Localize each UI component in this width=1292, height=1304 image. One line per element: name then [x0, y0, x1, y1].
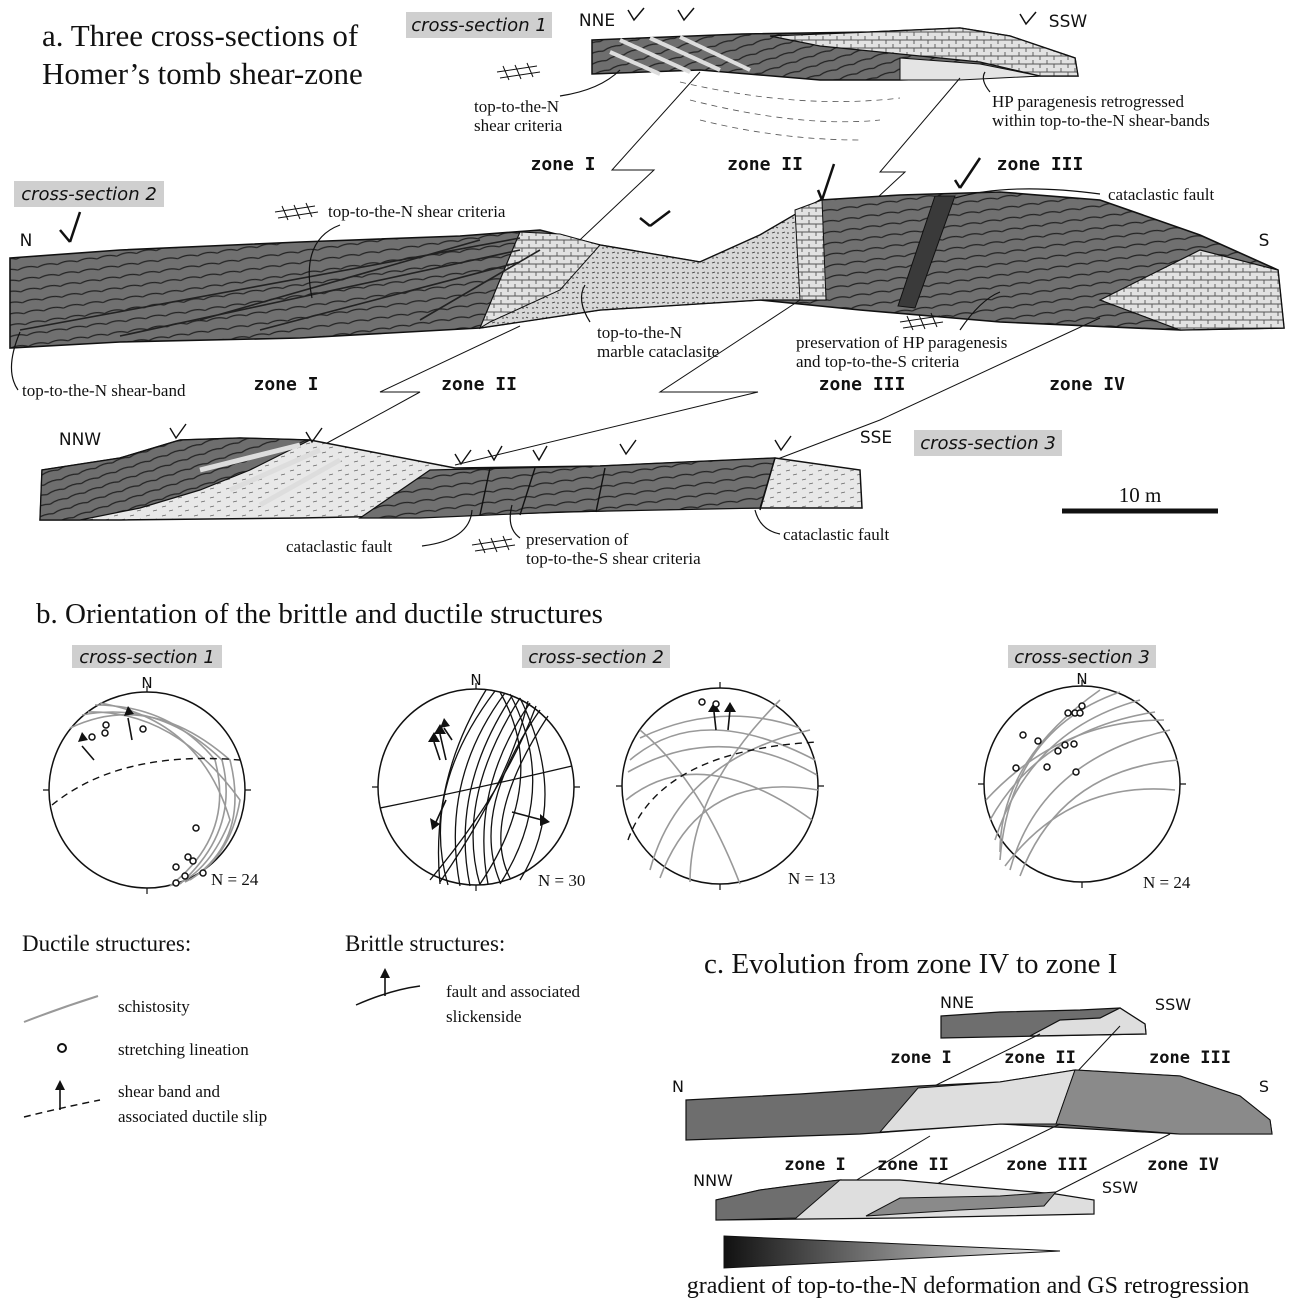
stereonet-3: N = 13	[616, 682, 835, 890]
xs3-shear-sense-icon	[472, 536, 515, 553]
c-mid-zone2	[880, 1070, 1075, 1132]
zone-lower-4: zone IV	[1049, 374, 1125, 395]
zone-lower-3: zone III	[819, 374, 906, 395]
legend-lineation-icon	[58, 1044, 66, 1052]
xs2-ann-top: top-to-the-N shear criteria	[328, 202, 506, 221]
xs2-tag: cross-section 2	[21, 184, 157, 205]
xs2-ann-cataclastic: cataclastic fault	[1108, 185, 1214, 204]
stereonet-2-count: N = 30	[538, 871, 585, 890]
legend: Ductile structures: schistosity stretchi…	[22, 931, 581, 1126]
xs2-ann-marble-1: top-to-the-N	[597, 323, 682, 342]
xs2-ann-hp-2: and top-to-the-S criteria	[796, 352, 960, 371]
stereonet-2: N N = 30	[372, 671, 585, 891]
zone-upper-3: zone III	[997, 154, 1084, 175]
c-top-right: SSW	[1155, 995, 1191, 1014]
stereonet-1-count: N = 24	[211, 870, 259, 889]
legend-fault-icon	[356, 986, 420, 1005]
c-mid-left: N	[672, 1077, 684, 1096]
c-top-left: NNE	[940, 993, 974, 1012]
c-zone-upper-2: zone II	[1004, 1048, 1076, 1068]
xs3-ann-fault-right: cataclastic fault	[783, 525, 889, 544]
legend-schistosity: schistosity	[118, 997, 190, 1016]
xs1-ann-hp-2: within top-to-the-N shear-bands	[992, 111, 1210, 130]
stereonet-tag-1: cross-section 1	[79, 647, 215, 668]
legend-ductile-title: Ductile structures:	[22, 931, 191, 956]
stereonet-tag-3: cross-section 3	[1014, 647, 1150, 668]
legend-schistosity-icon	[24, 996, 98, 1022]
zone-lower-1: zone I	[253, 374, 318, 395]
legend-shear-band-icon	[24, 1100, 100, 1117]
scale-bar: 10 m	[1062, 483, 1218, 511]
xs1-ann-shear-2: shear criteria	[474, 116, 563, 135]
stereonet-1: N N = 24	[43, 674, 259, 894]
xs3-left-label: NNW	[59, 430, 101, 450]
c-zone-upper-3: zone III	[1149, 1048, 1231, 1068]
legend-fault-2: slickenside	[446, 1007, 522, 1026]
xs2-right-label: S	[1259, 231, 1270, 251]
c-zone-lower-2: zone II	[877, 1155, 949, 1175]
xs1-ann-hp-1: HP paragenesis retrogressed	[992, 92, 1184, 111]
legend-shear-band-2: associated ductile slip	[118, 1107, 267, 1126]
c-zone-lower-1: zone I	[784, 1155, 845, 1175]
legend-shear-arrowhead	[55, 1080, 65, 1090]
c-bot-left: NNW	[693, 1171, 733, 1190]
xs2-ann-hp-1: preservation of HP paragenesis	[796, 333, 1007, 352]
xs3-right-label: SSE	[860, 428, 892, 448]
c-zone-lower-3: zone III	[1006, 1155, 1088, 1175]
c-mid-right: S	[1259, 1077, 1269, 1096]
xs1-tag: cross-section 1	[411, 15, 547, 36]
legend-fault-1: fault and associated	[446, 982, 581, 1001]
xs3-ann-topS-2: top-to-the-S shear criteria	[526, 549, 701, 568]
xs3-tag: cross-section 3	[920, 433, 1056, 454]
legend-lineation: stretching lineation	[118, 1040, 249, 1059]
stereonet-3-count: N = 13	[788, 869, 835, 888]
zone-upper-1: zone I	[530, 154, 595, 175]
scale-label: 10 m	[1119, 483, 1162, 507]
panel-a-title-line2: Homer’s tomb shear-zone	[42, 56, 363, 91]
gradient-wedge	[724, 1236, 1060, 1268]
xs2-marble-band	[795, 200, 826, 300]
cross-section-2: cross-section 2 N S top-to-the-N shear c…	[10, 158, 1284, 400]
legend-shear-band-1: shear band and	[118, 1082, 220, 1101]
panel-b: b. Orientation of the brittle and ductil…	[36, 598, 1191, 894]
xs2-ann-shearband: top-to-the-N shear-band	[22, 381, 186, 400]
xs2-left-label: N	[20, 231, 33, 251]
xs1-left-label: NNE	[579, 11, 615, 31]
panel-c: c. Evolution from zone IV to zone I NNE …	[672, 948, 1272, 1299]
xs1-dashed-projection	[680, 82, 900, 140]
xs3-ann-fault-left: cataclastic fault	[286, 537, 392, 556]
legend-fault-arrowhead	[380, 968, 390, 978]
cross-section-1: cross-section 1 NNE SSW top-to-the-N she…	[406, 8, 1210, 135]
c-zone-upper-1: zone I	[890, 1048, 951, 1068]
xs3-leader-fault-right	[755, 510, 780, 534]
xs1-right-label: SSW	[1049, 12, 1088, 32]
xs2-ann-marble-2: marble cataclasite	[597, 342, 719, 361]
xs1-ann-shear-1: top-to-the-N	[474, 97, 559, 116]
legend-brittle-title: Brittle structures:	[345, 931, 505, 956]
zone-upper-2: zone II	[727, 154, 803, 175]
xs3-ann-topS-1: preservation of	[526, 530, 629, 549]
panel-a-title-line1: a. Three cross-sections of	[42, 18, 359, 53]
c-bot-right: SSW	[1102, 1178, 1138, 1197]
gradient-label: gradient of top-to-the-N deformation and…	[687, 1273, 1250, 1299]
xs1-shear-sense-icon	[497, 63, 540, 80]
stereonet-tag-2: cross-section 2	[528, 647, 664, 668]
stereonet-4: N N = 24	[978, 670, 1191, 892]
c-mid-zone3	[1056, 1070, 1272, 1134]
c-zone-lower-4: zone IV	[1147, 1155, 1219, 1175]
stereonet-4-count: N = 24	[1143, 873, 1191, 892]
panel-a: a. Three cross-sections of Homer’s tomb …	[10, 8, 1284, 568]
xs2-shear-sense-icon	[275, 203, 318, 220]
xs1-shear-arrows	[628, 8, 1036, 24]
zone-lower-2: zone II	[441, 374, 517, 395]
panel-b-title: b. Orientation of the brittle and ductil…	[36, 598, 603, 630]
cross-section-3: NNW SSE cross-section 3 cataclastic faul…	[40, 424, 1062, 568]
panel-c-title: c. Evolution from zone IV to zone I	[704, 948, 1117, 980]
